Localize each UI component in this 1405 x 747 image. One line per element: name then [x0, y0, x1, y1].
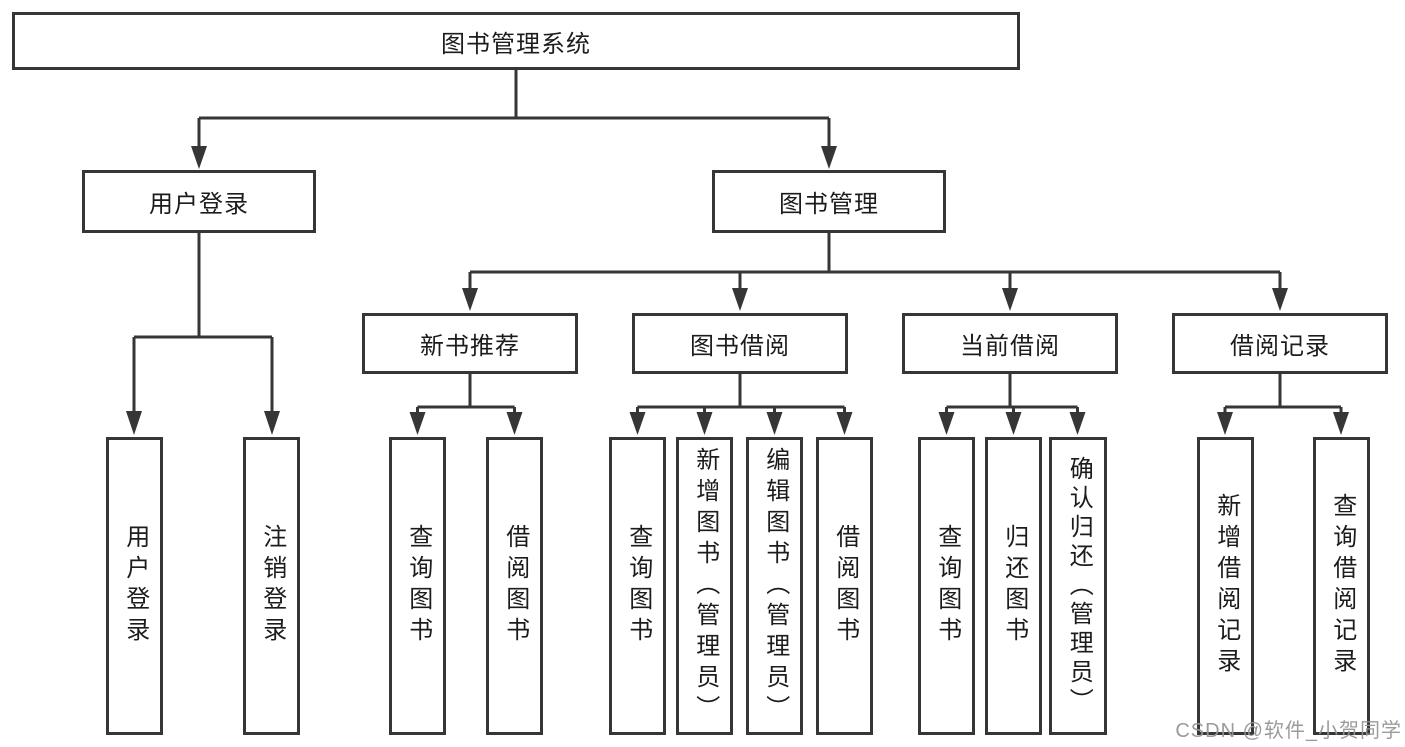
node-new-book-recommend: 新书推荐: [362, 313, 578, 374]
leaf-borrowing-add-books-admin: 新增图书（管理员）: [676, 437, 733, 735]
leaf-borrowing-edit-books-admin: 编辑图书（管理员）: [746, 437, 803, 735]
csdn-watermark: CSDN @软件_小贺同学: [1175, 720, 1402, 742]
connector-user-login-branch: [126, 233, 280, 435]
leaf-recommend-borrow-books: 借阅图书: [486, 437, 543, 735]
leaf-current-confirm-return-admin: 确认归还（管理员）: [1049, 437, 1107, 735]
node-user-login: 用户登录: [82, 170, 316, 233]
connector-book-borrowing-branch: [629, 374, 853, 435]
node-borrowing-records: 借阅记录: [1172, 313, 1388, 374]
connector-book-management-to-level3: [462, 233, 1288, 311]
connector-current-borrowing-branch: [938, 374, 1086, 435]
connector-root-to-level2: [191, 70, 837, 169]
leaf-records-add-record: 新增借阅记录: [1197, 437, 1254, 735]
node-root-system: 图书管理系统: [12, 12, 1020, 70]
connector-new-book-recommend-branch: [409, 374, 523, 435]
leaf-borrowing-borrow-books: 借阅图书: [816, 437, 873, 735]
leaf-borrowing-query-books: 查询图书: [609, 437, 666, 735]
connector-borrowing-records-branch: [1217, 374, 1349, 435]
node-book-borrowing: 图书借阅: [632, 313, 848, 374]
leaf-records-query-record: 查询借阅记录: [1313, 437, 1370, 735]
leaf-logout: 注销登录: [243, 437, 300, 735]
node-book-management: 图书管理: [712, 170, 946, 233]
leaf-current-return-books: 归还图书: [985, 437, 1042, 735]
node-current-borrowing: 当前借阅: [902, 313, 1118, 374]
leaf-current-query-books: 查询图书: [918, 437, 975, 735]
leaf-user-login: 用户登录: [106, 437, 163, 735]
leaf-recommend-query-books: 查询图书: [389, 437, 446, 735]
